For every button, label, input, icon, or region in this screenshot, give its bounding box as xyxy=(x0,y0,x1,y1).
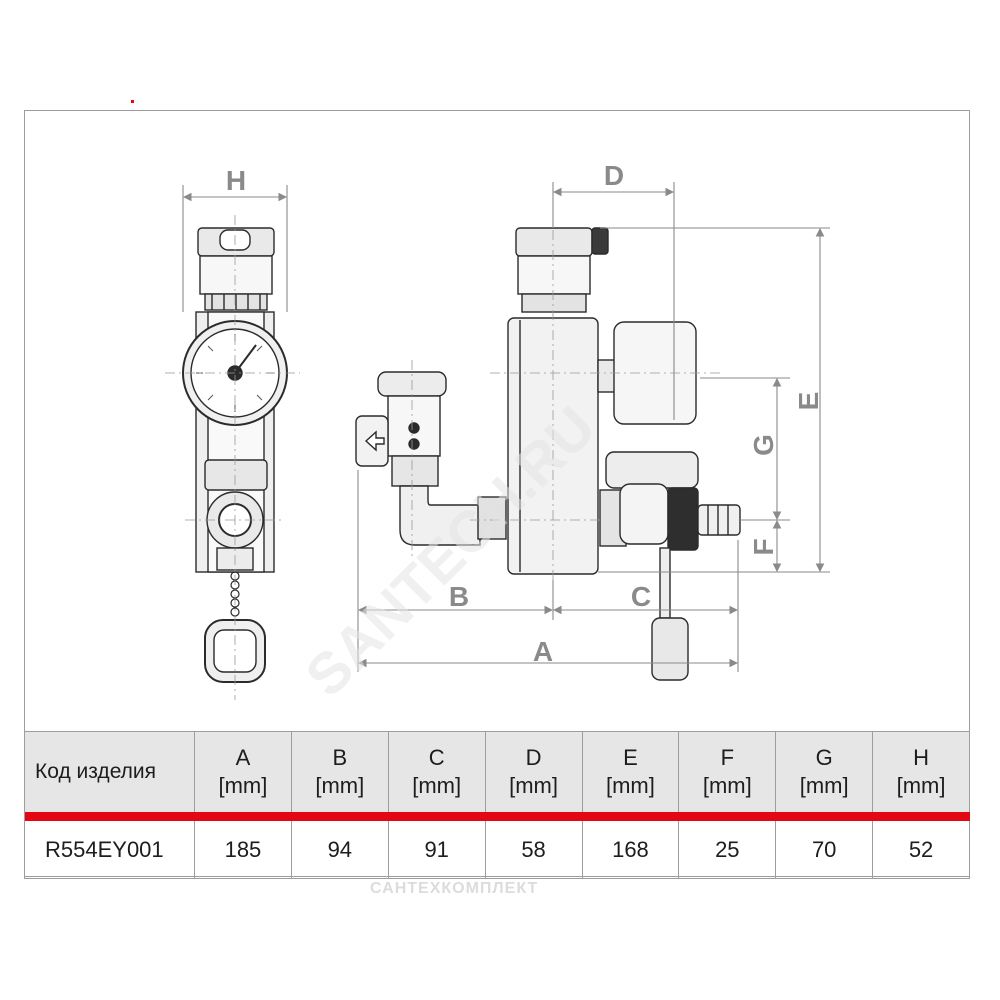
dim-label-d: D xyxy=(604,160,624,191)
header-unit: [mm] xyxy=(896,773,946,798)
dim-label-c: C xyxy=(631,581,651,612)
dim-label-b: B xyxy=(449,581,469,612)
value-d: 58 xyxy=(484,821,583,879)
header-c: C [mm] xyxy=(387,731,486,812)
header-unit: [mm] xyxy=(218,773,268,798)
header-unit: [mm] xyxy=(702,773,752,798)
header-letter: D xyxy=(525,745,542,770)
header-unit: [mm] xyxy=(799,773,849,798)
dim-label-h: H xyxy=(226,165,246,196)
table-row: R554EY001 185 94 91 58 168 25 70 52 xyxy=(24,821,970,879)
dim-label-a: A xyxy=(533,636,553,667)
header-d: D [mm] xyxy=(484,731,583,812)
red-marker xyxy=(131,100,134,103)
value-h: 52 xyxy=(872,821,970,879)
header-h: H [mm] xyxy=(872,731,970,812)
header-unit: [mm] xyxy=(509,773,558,798)
product-code: R554EY001 xyxy=(24,821,195,879)
red-divider xyxy=(24,812,970,821)
header-code: Код изделия xyxy=(24,731,195,812)
header-letter: G xyxy=(815,745,833,770)
header-letter: C xyxy=(428,745,445,770)
value-a: 185 xyxy=(194,821,292,879)
header-f: F [mm] xyxy=(678,731,777,812)
dim-label-f: F xyxy=(748,538,779,555)
header-letter: A xyxy=(235,745,251,770)
dim-label-e: E xyxy=(793,392,824,411)
header-unit: [mm] xyxy=(315,773,365,798)
header-letter: B xyxy=(332,745,348,770)
value-b: 94 xyxy=(290,821,389,879)
header-letter: E xyxy=(623,745,638,770)
value-e: 168 xyxy=(581,821,680,879)
value-c: 91 xyxy=(387,821,486,879)
header-e: E [mm] xyxy=(581,731,680,812)
header-unit: [mm] xyxy=(412,773,462,798)
header-unit: [mm] xyxy=(605,773,655,798)
spec-table: Код изделия A [mm] B [mm] C [mm] D [mm] E [mm… xyxy=(24,731,970,879)
dim-label-g: G xyxy=(748,434,779,456)
header-letter: F xyxy=(720,745,735,770)
header-g: G [mm] xyxy=(775,731,874,812)
value-g: 70 xyxy=(775,821,874,879)
value-f: 25 xyxy=(678,821,777,879)
header-b: B [mm] xyxy=(290,731,389,812)
table-header-row: Код изделия A [mm] B [mm] C [mm] D [mm] E [mm… xyxy=(24,731,970,812)
header-letter: H xyxy=(913,745,929,770)
header-a: A [mm] xyxy=(194,731,292,812)
watermark-bottom: САНТЕХКОМПЛЕКТ xyxy=(370,880,539,897)
